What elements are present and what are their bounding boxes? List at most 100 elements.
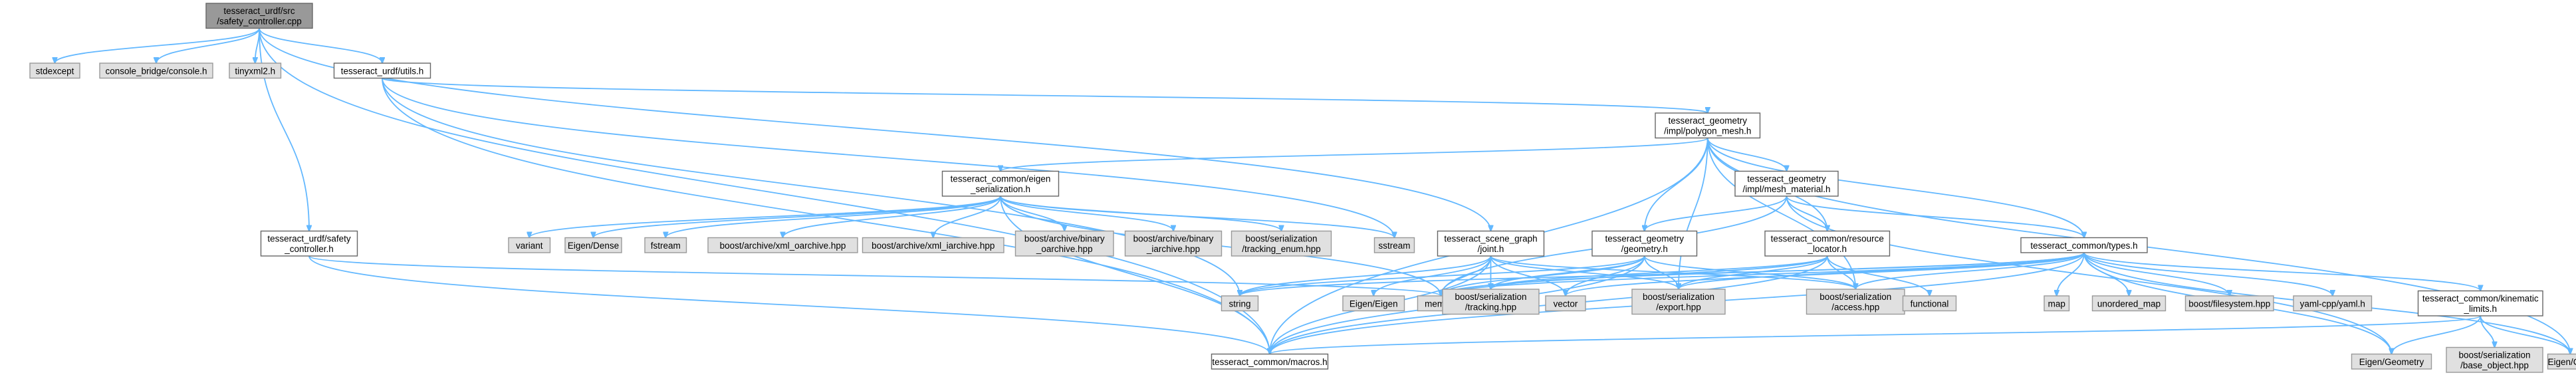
node-box [644,237,687,253]
node-label: boost/archive/xml_oarchive.hpp [720,241,846,251]
node-unordered-map: unordered_map [2091,295,2166,312]
edge-eigen-serialization-to-xml-iarchive [933,195,1001,238]
node-label: _oarchive.hpp [1036,244,1093,254]
edge-joint-to-string [1240,255,1492,296]
node-yaml: yaml-cpp/yaml.h [2293,295,2373,312]
node-label: Eigen/Eigen [1349,299,1398,309]
node-variant: variant [508,237,551,253]
node-box [2293,295,2373,312]
node-resource-locator[interactable]: tesseract_common/resource_locator.h [1764,230,1891,257]
edge-mesh-material-to-eigen-geometry [1786,195,2392,354]
node-urdf-safety[interactable]: tesseract_urdf/safety_controller.h [260,230,358,257]
node-label: /geometry.h [1621,244,1668,254]
node-kinematic-limits[interactable]: tesseract_common/kinematic_limits.h [2417,290,2543,316]
node-stdexcept: stdexcept [29,62,80,79]
node-sstream: sstream [1373,237,1415,253]
node-label: variant [516,241,543,251]
node-string: string [1221,295,1259,312]
edge-polygon-mesh-to-mesh-material [1706,138,1787,172]
node-box [1545,295,1586,312]
edge-root-to-macros [259,28,1270,354]
edge-urdf-utils-to-string [382,78,1240,297]
node-mesh-material[interactable]: tesseract_geometry/impl/mesh_material.h [1734,170,1839,197]
node-urdf-utils[interactable]: tesseract_urdf/utils.h [333,62,431,79]
node-label: boost/serialization [1819,292,1891,302]
node-box [1124,230,1223,257]
node-label: string [1229,299,1250,309]
node-box [1655,112,1761,139]
node-functional: functional [1902,295,1957,312]
edge-eigen-serialization-to-fstream [665,195,1001,238]
node-label: /impl/polygon_mesh.h [1664,126,1751,136]
node-box [29,62,80,79]
edge-kinematic-limits-to-eigen-geometry [2392,315,2482,354]
node-box [1734,170,1839,197]
node-box [2547,353,2576,370]
node-joint[interactable]: tesseract_scene_graph/joint.h [1437,230,1545,257]
edge-common-types-to-map [2057,252,2085,296]
edge-kinematic-limits-to-base-object [2480,315,2494,348]
node-geometry[interactable]: tesseract_geometry/geometry.h [1591,230,1698,257]
node-xml-iarchive: boost/archive/xml_iarchive.hpp [862,237,1004,253]
edges-layer [55,28,2571,354]
node-label: _limits.h [2463,304,2497,314]
node-label: boost/archive/xml_iarchive.hpp [872,241,995,251]
node-tracking-enum: boost/serialization/tracking_enum.hpp [1230,230,1332,257]
node-box [260,230,358,257]
node-label: /export.hpp [1656,303,1701,312]
edge-common-types-to-yaml [2083,252,2333,296]
node-root[interactable]: tesseract_urdf/src/safety_controller.cpp [205,3,313,29]
node-box [2417,290,2543,316]
node-box [508,237,551,253]
node-box [2020,237,2148,253]
node-box [1437,230,1545,257]
node-polygon-mesh[interactable]: tesseract_geometry/impl/polygon_mesh.h [1655,112,1761,139]
node-eigen-serialization[interactable]: tesseract_common/eigen_serialization.h [941,170,1060,197]
node-macros[interactable]: tesseract_common/macros.h [1211,353,1329,370]
node-label: tesseract_geometry [1668,116,1747,126]
node-box [707,237,858,253]
node-box [2184,295,2274,312]
node-box [2091,295,2166,312]
edge-eigen-serialization-to-sstream [1000,195,1395,238]
node-binary-oarchive: boost/archive/binary_oarchive.hpp [1014,230,1114,257]
node-label: tinyxml2.h [235,66,275,76]
node-label: tesseract_geometry [1605,234,1684,244]
node-label: vector [1554,299,1578,309]
node-label: Eigen/Geometry [2359,357,2424,367]
node-label: boost/archive/binary [1024,234,1105,244]
edge-polygon-mesh-to-access [1706,138,1856,290]
edge-resource-locator-to-tracking [1491,255,1828,289]
node-label: /impl/mesh_material.h [1742,184,1830,194]
node-label: boost/serialization [1643,292,1714,302]
edge-polygon-mesh-to-export [1679,138,1708,290]
node-tinyxml2: tinyxml2.h [229,62,282,79]
node-label: /tracking_enum.hpp [1242,244,1321,254]
node-export: boost/serialization/export.hpp [1631,289,1726,315]
edge-geometry-to-tracking [1491,255,1645,289]
node-xml-oarchive: boost/archive/xml_oarchive.hpp [707,237,858,253]
edge-common-types-to-kinematic-limits [2083,252,2480,291]
node-filesystem: boost/filesystem.hpp [2184,295,2274,312]
node-label: Eigen/Core [2547,357,2576,367]
edge-joint-to-access [1490,255,1856,289]
edge-common-types-to-access [1855,252,2085,289]
node-eigen-eigen: Eigen/Eigen [1342,295,1405,312]
node-box [1373,237,1415,253]
edge-urdf-utils-to-macros [382,78,1270,354]
edge-eigen-serialization-to-eigen-dense [594,195,1001,238]
edge-urdf-utils-to-polygon-mesh [382,77,1708,114]
edge-root-to-stdexcept [55,28,260,64]
node-label: _iarchive.hpp [1146,244,1200,254]
node-common-types[interactable]: tesseract_common/types.h [2020,237,2148,253]
node-box [2044,295,2070,312]
node-label: functional [1911,299,1949,309]
node-label: _controller.h [284,244,334,254]
node-box [1442,289,1540,315]
edge-joint-to-export [1490,255,1679,289]
node-label: _locator.h [1807,244,1847,254]
node-label: tesseract_urdf/utils.h [341,66,424,76]
edge-root-to-urdf-utils [259,28,382,64]
node-label: tesseract_urdf/safety [267,234,351,244]
